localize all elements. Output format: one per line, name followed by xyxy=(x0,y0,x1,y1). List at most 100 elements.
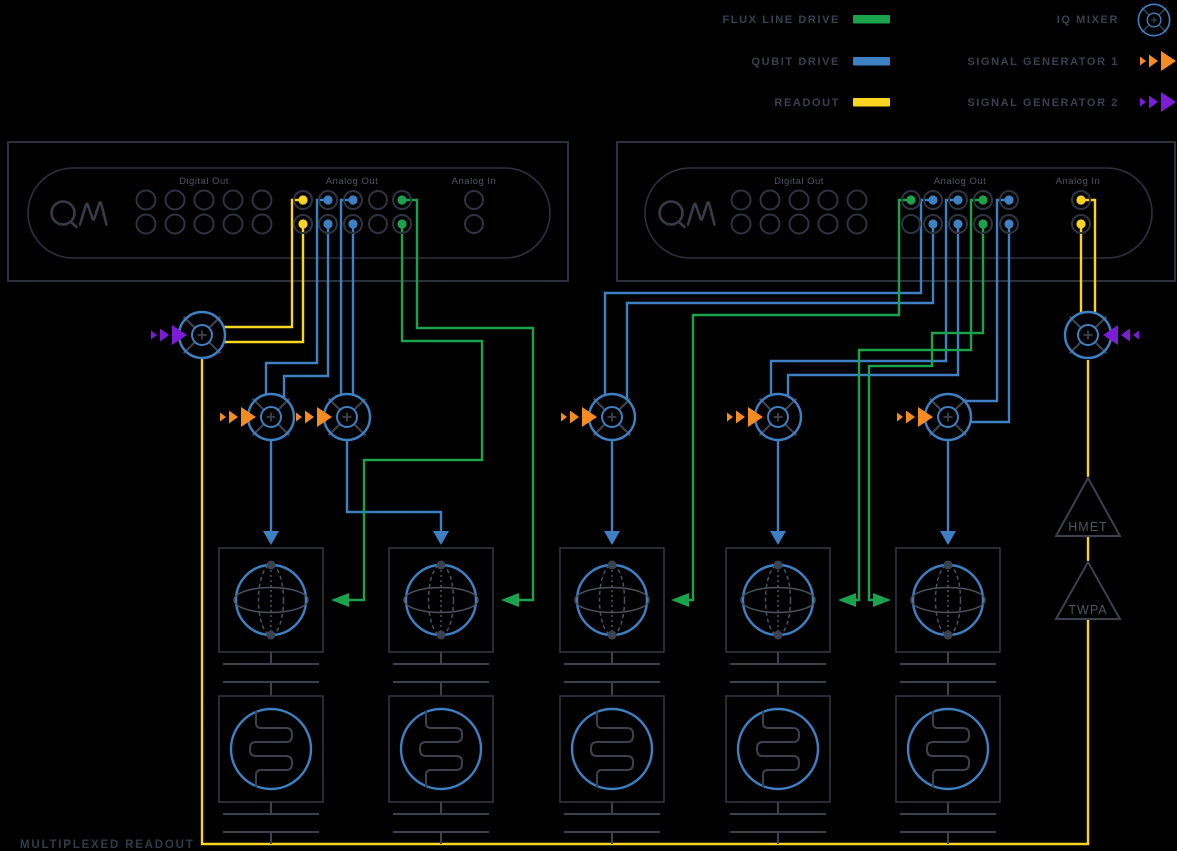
flux-swatch xyxy=(853,15,890,24)
digital-out-port xyxy=(846,213,868,235)
flux3-wire xyxy=(689,198,911,602)
analog-out-port-dot-readout xyxy=(298,195,308,205)
qubit-drive-arrow-2 xyxy=(433,531,449,545)
qubit5-i-wire xyxy=(948,198,1009,403)
analog-out-port xyxy=(343,190,363,210)
bloch-pole-bottom xyxy=(607,630,617,640)
analog-out-port-dot-qubit xyxy=(953,219,963,229)
flux-line-arrow-2 xyxy=(501,593,519,607)
qubit-drive-arrow-5 xyxy=(940,531,956,545)
digital-out-port xyxy=(730,213,752,235)
bloch-pole-top xyxy=(266,560,276,570)
qubit-cells-layer xyxy=(218,547,1001,844)
analog-out-port-dot-qubit xyxy=(928,219,938,229)
bloch-pole-top xyxy=(943,560,953,570)
bloch-equator xyxy=(233,586,309,614)
flux2-wire xyxy=(402,198,535,602)
bloch-meridian xyxy=(598,564,626,636)
resonator-box xyxy=(559,695,665,803)
qubit-drive-arrow-3 xyxy=(604,531,620,545)
resonator-box xyxy=(895,695,1001,803)
digital-out-port xyxy=(135,213,157,235)
analog-out-port xyxy=(923,214,943,234)
analog-in-port-dot-readout xyxy=(1076,195,1086,205)
bloch-pole-top xyxy=(436,560,446,570)
analog-out-port xyxy=(318,190,338,210)
sg1-arrows xyxy=(897,407,933,427)
qubit-swatch xyxy=(853,57,890,66)
legend-sg2-label: SIGNAL GENERATOR 2 xyxy=(967,97,1119,109)
digital-out-label: Digital Out xyxy=(774,176,824,187)
digital-out-port xyxy=(251,189,273,211)
resonator-meander xyxy=(590,711,634,787)
device-frame xyxy=(7,141,569,282)
arrow-triangle xyxy=(1133,330,1139,340)
twpa-label: TWPA xyxy=(1068,603,1107,617)
bloch-equator xyxy=(403,586,479,614)
bloch-meridian xyxy=(427,564,455,636)
coupling-capacitor-top xyxy=(730,652,826,696)
resonator-circle xyxy=(229,707,313,791)
arrow-triangle xyxy=(172,325,187,345)
analog-out-port xyxy=(293,214,313,234)
qubit-cell-3 xyxy=(559,547,665,844)
sg2-arrows xyxy=(1103,325,1139,345)
iq-mixer-icon xyxy=(1137,3,1171,37)
arrow-triangle xyxy=(1140,97,1146,107)
mixer-plus xyxy=(266,412,276,422)
digital-out-port xyxy=(135,189,157,211)
coupling-capacitor-bottom xyxy=(730,802,826,844)
analog-out-port xyxy=(293,190,313,210)
digital-out-label: Digital Out xyxy=(179,176,229,187)
coupling-capacitor-bottom xyxy=(393,802,489,844)
resonator-meander xyxy=(926,711,970,787)
qm-logo xyxy=(658,200,716,229)
digital-out-port xyxy=(164,213,186,235)
digital-out-port xyxy=(817,213,839,235)
drive2-wire xyxy=(345,440,443,531)
arrow-triangle xyxy=(1161,51,1176,71)
sg1-arrows xyxy=(561,407,597,427)
iq-mixer-qubit3 xyxy=(587,392,637,442)
wires-layer xyxy=(200,198,1097,846)
analog-out-port xyxy=(318,214,338,234)
coupling-capacitor-top xyxy=(223,652,319,696)
analog-out-port xyxy=(343,214,363,234)
digital-out-port xyxy=(759,189,781,211)
flux5-wire xyxy=(867,224,985,602)
analog-out-port-dot-qubit xyxy=(323,219,333,229)
sg1-arrows xyxy=(220,407,256,427)
analog-out-port xyxy=(923,190,943,210)
digital-out-port xyxy=(817,189,839,211)
legend-readout-label: READOUT xyxy=(774,97,840,109)
analog-out-port-dot-readout xyxy=(298,219,308,229)
qm-logo xyxy=(50,200,108,229)
coupling-capacitor-top xyxy=(393,652,489,696)
analog-out-label: Analog Out xyxy=(326,176,379,187)
multiplexed-readout-bus xyxy=(200,357,1090,846)
analog-in-wire-1 xyxy=(1081,198,1097,335)
bloch-sphere xyxy=(910,560,986,640)
amplifier-chain: HMET TWPA xyxy=(1054,475,1122,620)
legend-icons xyxy=(1137,3,1176,112)
bloch-pole-top xyxy=(773,560,783,570)
resonator-box xyxy=(725,695,831,803)
analog-in-label: Analog In xyxy=(1056,176,1101,187)
iq-mixer-readout-down xyxy=(1063,310,1113,360)
analog-in-port xyxy=(464,214,484,234)
analog-out-port xyxy=(973,214,993,234)
legend-flux-label: FLUX LINE DRIVE xyxy=(722,14,840,26)
analog-out-port xyxy=(368,214,388,234)
flux1-wire xyxy=(349,224,484,602)
bloch-pole-top xyxy=(607,560,617,570)
analog-out-port-dot-flux xyxy=(906,195,916,205)
bloch-meridian xyxy=(257,564,285,636)
arrows-layer xyxy=(263,531,956,607)
resonator-circle xyxy=(906,707,990,791)
twpa-amplifier-icon xyxy=(1054,559,1122,620)
bloch-meridian xyxy=(934,564,962,636)
arrow-triangle xyxy=(897,412,903,422)
mixer-plus xyxy=(1083,330,1093,340)
analog-out-port xyxy=(392,214,412,234)
analog-out-label: Analog Out xyxy=(934,176,987,187)
